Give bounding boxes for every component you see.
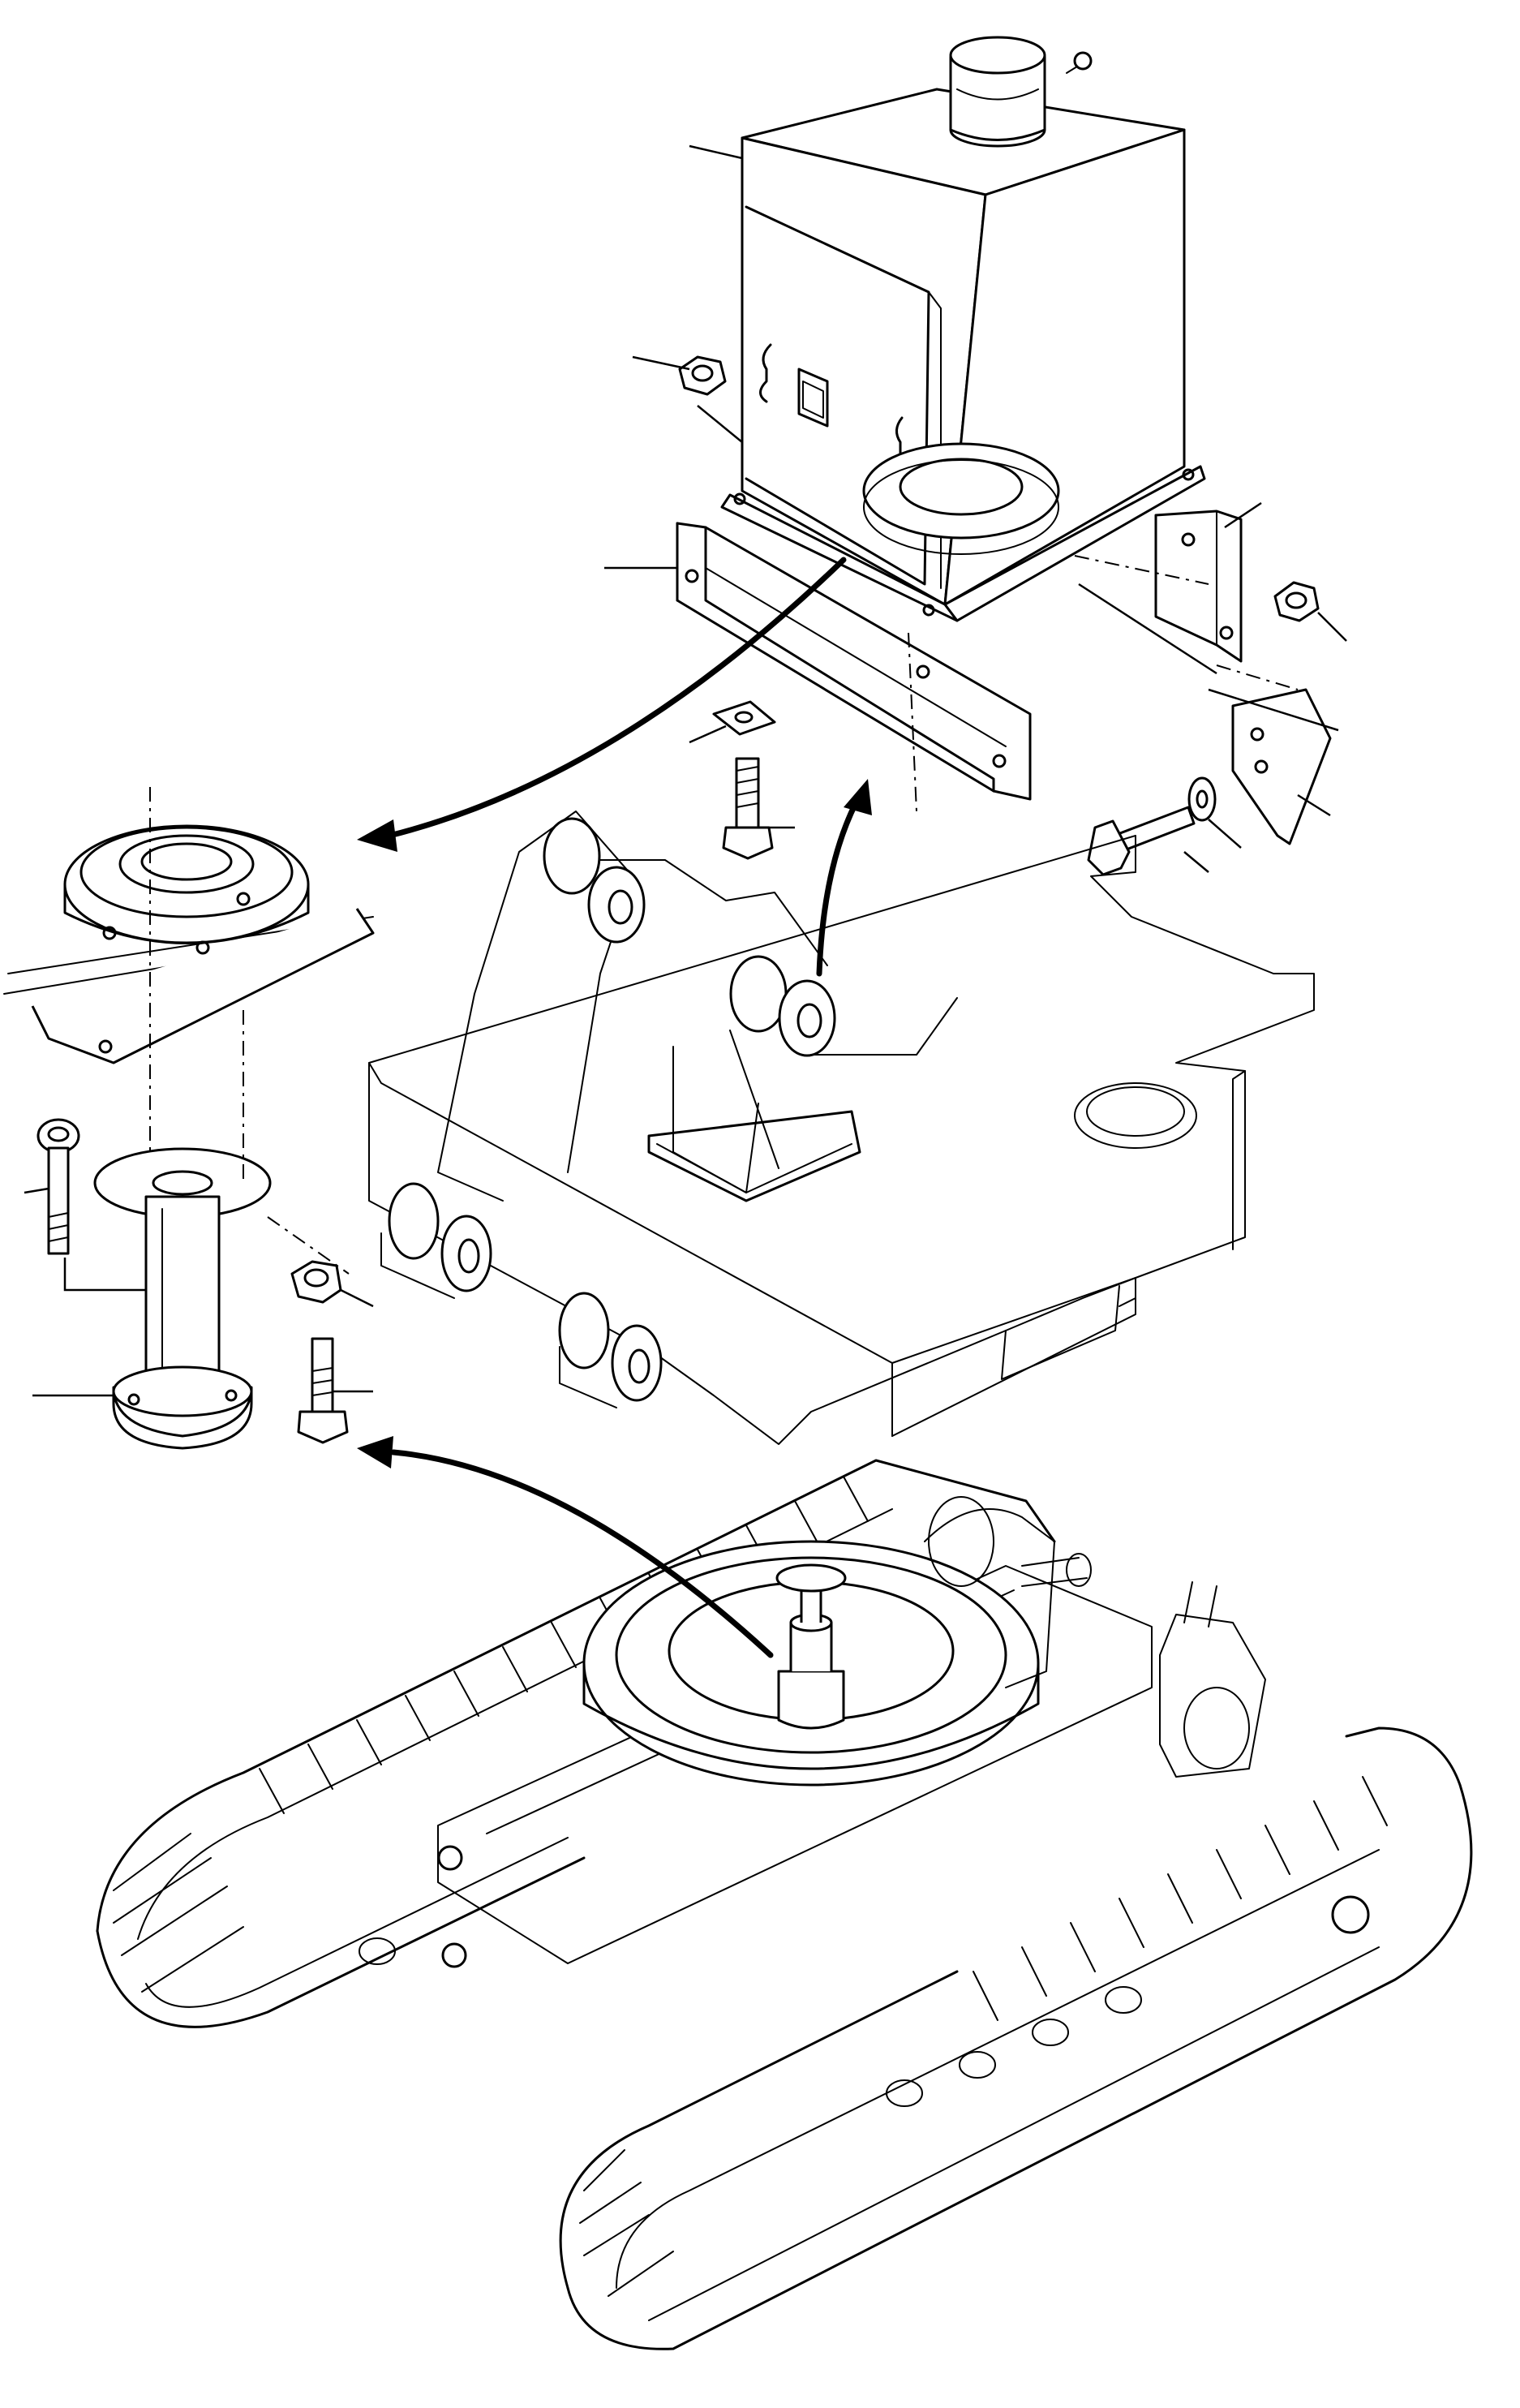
spacer-bolt bbox=[36, 1118, 80, 1255]
swivel-flange-detail bbox=[3, 787, 375, 1217]
tank-nut-right bbox=[1273, 581, 1320, 622]
bracket-washer bbox=[1187, 776, 1217, 822]
hydraulic-tank bbox=[720, 36, 1206, 622]
tank-bolt bbox=[722, 757, 774, 860]
spacer-stud bbox=[297, 1337, 349, 1444]
leader-lines bbox=[24, 144, 1347, 1397]
bracket-bolt bbox=[1087, 806, 1196, 876]
mounting-bracket-right bbox=[1154, 510, 1243, 663]
mounting-bracket-left bbox=[676, 522, 1032, 801]
bracket-plate bbox=[1231, 688, 1332, 845]
swivel-spacer-tube bbox=[93, 1147, 272, 1450]
tank-nut-left bbox=[678, 355, 727, 396]
square-washer bbox=[712, 700, 776, 736]
upper-frame bbox=[368, 811, 1315, 1445]
undercarriage bbox=[96, 1459, 1473, 2350]
arrow-tank-to-detail bbox=[357, 557, 847, 852]
spacer-nut bbox=[290, 1260, 342, 1304]
arrow-frame-to-tank bbox=[816, 779, 872, 977]
arrow-swivel-to-spacer bbox=[357, 1436, 774, 1658]
